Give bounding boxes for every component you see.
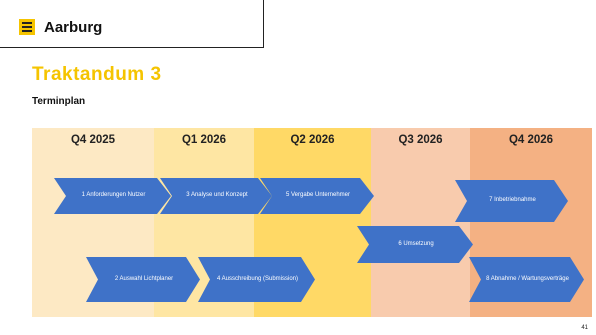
page-number: 41 — [581, 325, 588, 331]
brand-name: Aarburg — [44, 19, 103, 36]
task-arrow-8: 8 Abnahme / Wartungsverträge — [469, 257, 584, 302]
task-label: 7 Inbetriebnahme — [489, 197, 536, 204]
quarter-label: Q3 2026 — [398, 134, 443, 146]
aarburg-logo-icon — [19, 19, 35, 35]
task-label: 5 Vergabe Unternehmer — [285, 192, 351, 199]
task-label: 3 Analyse und Konzept — [186, 192, 248, 199]
quarter-label: Q1 2026 — [181, 134, 227, 146]
task-arrow-1: 1 Anforderungen Nutzer — [54, 178, 171, 214]
task-label: 6 Umsetzung — [398, 240, 434, 247]
slide-title: Traktandum 3 — [32, 64, 162, 85]
task-arrow-4: 4 Ausschreibung (Submission) — [198, 257, 315, 302]
slide-subtitle: Terminplan — [32, 96, 86, 107]
quarter-label: Q4 2025 — [70, 134, 116, 146]
task-label: 4 Ausschreibung (Submission) — [216, 275, 299, 282]
quarter-label: Q4 2026 — [508, 134, 554, 146]
task-arrow-5: 5 Vergabe Unternehmer — [260, 178, 374, 214]
task-arrow-3: 3 Analyse und Konzept — [160, 178, 272, 214]
quarter-column-q3-2026: Q3 2026 — [371, 128, 470, 317]
task-arrow-2: 2 Auswahl Lichtplaner — [86, 257, 200, 302]
task-label: 1 Anforderungen Nutzer — [81, 192, 146, 199]
task-label: 8 Abnahme / Wartungsverträge — [486, 275, 569, 282]
quarter-label: Q2 2026 — [290, 134, 335, 146]
task-arrow-7: 7 Inbetriebnahme — [455, 180, 568, 222]
header-box: Aarburg — [0, 0, 264, 48]
task-label: 2 Auswahl Lichtplaner — [114, 275, 174, 282]
task-arrow-6: 6 Umsetzung — [357, 226, 473, 263]
